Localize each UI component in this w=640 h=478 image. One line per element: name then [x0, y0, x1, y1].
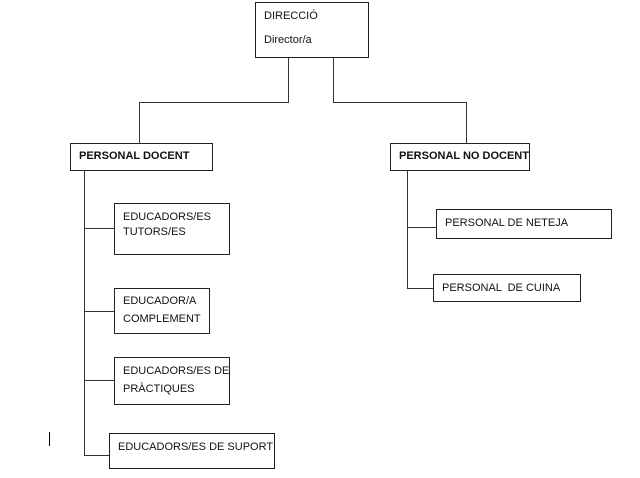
teaching-branch-4	[84, 455, 109, 456]
connector-root-right-down	[333, 57, 334, 103]
teaching-branch-1	[84, 228, 114, 229]
direccio-subtitle: Director/a	[264, 34, 312, 46]
non-teaching-spine	[407, 170, 408, 289]
connector-left-horizontal	[139, 102, 289, 103]
connector-to-personal-docent	[139, 102, 140, 143]
educador-complement-box: EDUCADOR/A COMPLEMENT	[114, 288, 210, 334]
educadors-practiques-line1: EDUCADORS/ES DE	[123, 365, 230, 377]
direccio-title: DIRECCIÓ	[264, 10, 318, 22]
personal-no-docent-label: PERSONAL NO DOCENT	[399, 150, 529, 162]
personal-docent-box: PERSONAL DOCENT	[70, 143, 213, 171]
educadors-practiques-box: EDUCADORS/ES DE PRÀCTIQUES	[114, 357, 230, 405]
non-teaching-branch-1	[407, 227, 437, 228]
teaching-branch-2	[84, 311, 114, 312]
educadors-practiques-line2: PRÀCTIQUES	[123, 383, 195, 395]
personal-neteja-label: PERSONAL DE NETEJA	[445, 217, 569, 229]
teaching-branch-3	[84, 380, 114, 381]
non-teaching-branch-2	[407, 288, 433, 289]
direccio-box: DIRECCIÓ Director/a	[255, 2, 369, 58]
educadors-tutors-line2: TUTORS/ES	[123, 226, 186, 238]
educadors-suport-box: EDUCADORS/ES DE SUPORT	[109, 433, 275, 469]
connector-right-horizontal	[333, 102, 467, 103]
personal-no-docent-box: PERSONAL NO DOCENT	[390, 143, 530, 171]
educadors-suport-line1: EDUCADORS/ES DE SUPORT	[118, 441, 274, 453]
educadors-tutors-line1: EDUCADORS/ES	[123, 211, 212, 223]
personal-neteja-box: PERSONAL DE NETEJA	[436, 209, 612, 239]
personal-docent-label: PERSONAL DOCENT	[79, 150, 190, 162]
text-cursor	[49, 432, 50, 446]
teaching-spine	[84, 170, 85, 456]
connector-to-personal-no-docent	[466, 102, 467, 143]
educadors-tutors-box: EDUCADORS/ES TUTORS/ES	[114, 203, 230, 255]
personal-cuina-box: PERSONAL DE CUINA	[433, 274, 581, 302]
connector-root-left-down	[288, 57, 289, 103]
personal-cuina-label: PERSONAL DE CUINA	[442, 282, 561, 294]
educador-complement-line1: EDUCADOR/A	[123, 295, 197, 307]
educador-complement-line2: COMPLEMENT	[123, 313, 201, 325]
